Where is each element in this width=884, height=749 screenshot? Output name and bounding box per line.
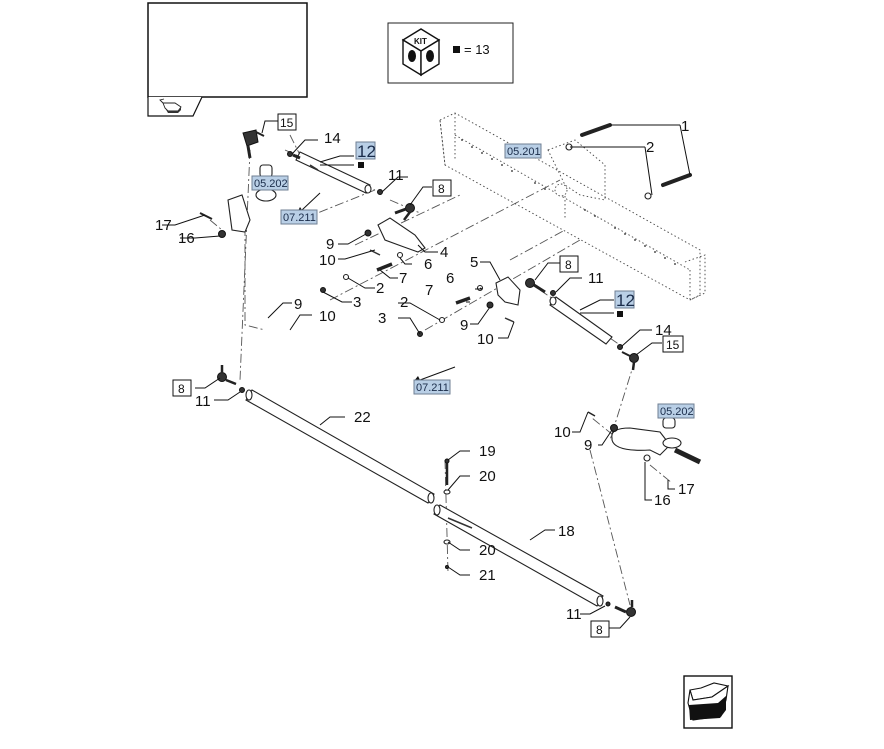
- part-numbers: 1 2 2 2 3 3 4 5 6 6 7 7 9 9 9 9 10 10 10…: [155, 118, 695, 623]
- kit-text: KIT: [414, 37, 427, 46]
- svg-text:8: 8: [178, 382, 185, 396]
- part-label-10: 10: [477, 331, 494, 348]
- part-label-7: 7: [425, 282, 433, 299]
- part-label-17: 17: [155, 217, 172, 234]
- svg-text:15: 15: [280, 116, 294, 130]
- part-label-9: 9: [294, 296, 302, 313]
- part-label-17: 17: [678, 481, 695, 498]
- svg-text:05.202: 05.202: [660, 406, 694, 418]
- boxed-part-labels: 15 8 8 15 8 8: [172, 113, 684, 638]
- part-label-20: 20: [479, 468, 496, 485]
- return-arrow-icon[interactable]: [159, 98, 182, 113]
- tube-18: [433, 504, 604, 607]
- part-label-21: 21: [479, 567, 496, 584]
- title-box: [147, 2, 308, 117]
- part-label-11: 11: [195, 393, 211, 410]
- part-label-16: 16: [654, 492, 671, 509]
- svg-text:8: 8: [596, 623, 603, 637]
- box-label-8-top[interactable]: 8: [432, 179, 452, 197]
- part-label-2: 2: [376, 280, 384, 297]
- part-label-22: 22: [354, 409, 371, 426]
- svg-text:15: 15: [666, 338, 680, 352]
- part-label-7: 7: [399, 270, 407, 287]
- part-label-10: 10: [319, 308, 336, 325]
- part-label-2: 2: [646, 139, 654, 156]
- tie-rod-end-left-top: [242, 129, 265, 159]
- kit-marker-square: [358, 162, 364, 168]
- part-label-16: 16: [178, 230, 195, 247]
- kit-label-12-left[interactable]: 12: [355, 141, 376, 168]
- kit-cube-icon: KIT: [401, 28, 441, 77]
- svg-text:07.211: 07.211: [283, 212, 316, 224]
- bracket-4: [364, 217, 426, 256]
- box-label-15-top[interactable]: 15: [277, 113, 297, 131]
- part-label-4: 4: [440, 244, 448, 261]
- tie-rod-end-8-lower-right: [605, 600, 636, 617]
- part-label-5: 5: [470, 254, 478, 271]
- reference-link-07-211-top[interactable]: 07.211: [280, 209, 318, 225]
- assembly-lines: [209, 134, 673, 606]
- reference-link-05-202-left[interactable]: 05.202: [251, 175, 289, 191]
- steering-arm-right: [587, 411, 702, 465]
- part-label-11: 11: [566, 606, 582, 623]
- part-label-9: 9: [460, 317, 468, 334]
- part-label-1: 1: [681, 118, 689, 135]
- part-label-9: 9: [326, 236, 334, 253]
- svg-text:8: 8: [438, 182, 445, 196]
- part-label-14: 14: [324, 130, 341, 147]
- svg-text:12: 12: [616, 291, 635, 310]
- box-label-8-bottom[interactable]: 8: [590, 620, 610, 638]
- tube-22: [245, 389, 435, 504]
- part-label-19: 19: [479, 443, 496, 460]
- tie-rod-end-right-bottom: [621, 351, 639, 371]
- box-label-15-right[interactable]: 15: [662, 335, 684, 353]
- reference-labels: 05.201 05.202 07.211 07.211 05.202: [251, 143, 695, 419]
- part-label-10: 10: [554, 424, 571, 441]
- box-label-8-left[interactable]: 8: [172, 379, 192, 397]
- part-label-6: 6: [446, 270, 454, 287]
- bolt-1: [565, 123, 692, 200]
- part-label-18: 18: [558, 523, 575, 540]
- kit-marker-square: [453, 46, 460, 53]
- tie-rod-end-8-left: [394, 203, 415, 221]
- steering-knuckle-left: [199, 164, 277, 238]
- part-label-3: 3: [353, 294, 361, 311]
- part-label-14: 14: [655, 322, 672, 339]
- cylinder-12-left: [287, 151, 383, 195]
- box-label-8-mid[interactable]: 8: [559, 255, 579, 273]
- tie-rod-end-8-right: [525, 278, 546, 294]
- svg-text:05.201: 05.201: [507, 146, 541, 158]
- tie-rod-end-8-lower-left: [217, 365, 245, 393]
- part-label-9: 9: [584, 437, 592, 454]
- reference-link-05-202-right[interactable]: 05.202: [657, 403, 695, 419]
- next-page-arrow-icon[interactable]: [683, 675, 733, 729]
- part-label-10: 10: [319, 252, 336, 269]
- part-label-11: 11: [588, 270, 604, 287]
- kit-legend: KIT = 13: [387, 22, 514, 84]
- svg-text:05.202: 05.202: [254, 178, 288, 190]
- svg-text:07.211: 07.211: [416, 382, 449, 394]
- kit-label-12-right[interactable]: 12: [614, 290, 635, 317]
- svg-text:8: 8: [565, 258, 572, 272]
- part-label-20: 20: [479, 542, 496, 559]
- reference-link-07-211-mid[interactable]: 07.211: [413, 379, 451, 395]
- part-label-11: 11: [388, 167, 404, 184]
- bolt-19-assembly: [443, 458, 451, 569]
- part-label-3: 3: [378, 310, 386, 327]
- kit-part-labels: 12 12: [355, 141, 635, 317]
- part-label-2: 2: [400, 294, 408, 311]
- svg-text:12: 12: [357, 142, 376, 161]
- cylinder-12-right: [549, 290, 623, 350]
- reference-link-05-201[interactable]: 05.201: [504, 143, 542, 159]
- bolt-7-left: [320, 251, 404, 293]
- front-axle-beam: [439, 112, 706, 301]
- part-label-6: 6: [424, 256, 432, 273]
- leader-lines: [162, 120, 691, 629]
- kit-count-text: = 13: [464, 42, 490, 57]
- kit-marker-square: [617, 311, 623, 317]
